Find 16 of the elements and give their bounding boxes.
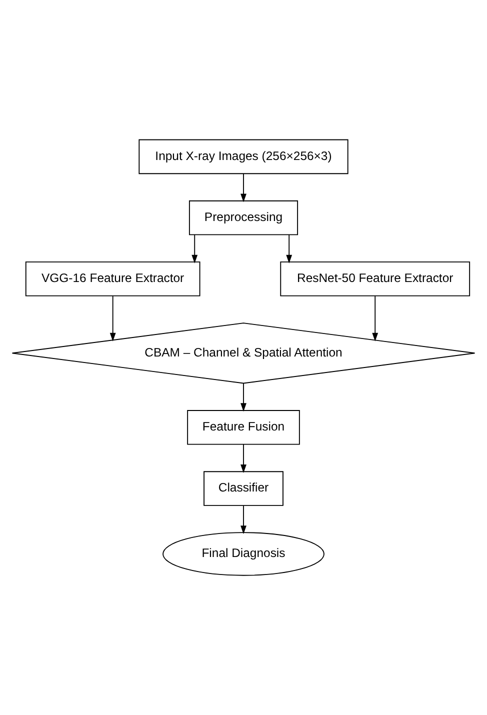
arrow	[110, 296, 116, 342]
arrow	[372, 296, 378, 342]
node-box: Feature Fusion	[187, 410, 300, 445]
node-box: ResNet-50 Feature Extractor	[280, 262, 470, 296]
arrow	[240, 444, 246, 474]
node-diamond: CBAM – Channel & Spatial Attention	[12, 322, 476, 384]
arrow	[240, 173, 246, 202]
arrow	[240, 505, 246, 534]
node-ellipse: Final Diagnosis	[162, 532, 324, 576]
arrow	[286, 234, 292, 264]
node-box: VGG-16 Feature Extractor	[25, 262, 200, 296]
arrow	[192, 234, 198, 264]
node-box: Preprocessing	[188, 200, 298, 236]
node-box: Input X-ray Images (256×256×3)	[138, 139, 348, 174]
node-box: Classifier	[204, 471, 284, 506]
arrow	[240, 382, 246, 412]
